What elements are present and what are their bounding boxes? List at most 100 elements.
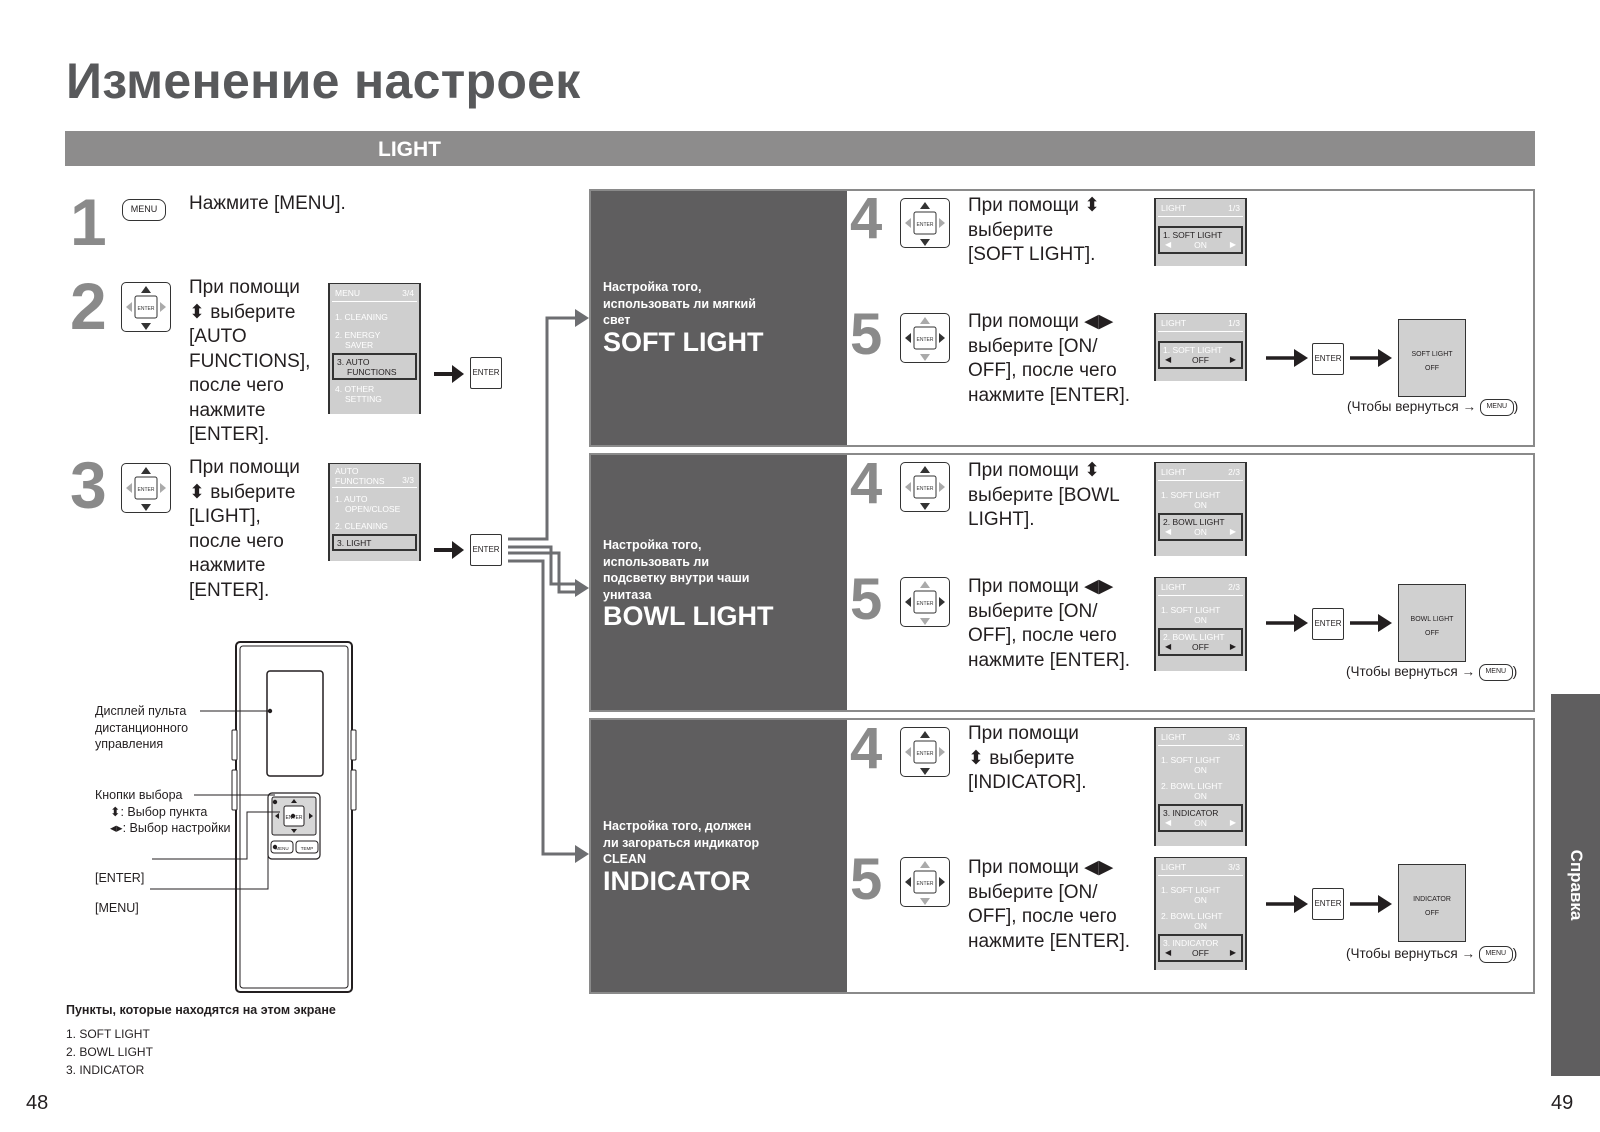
step-1-text: Нажмите [MENU]. [189,193,346,214]
dpad-icon: ENTER [900,462,950,512]
arrow-right-icon [1266,349,1308,367]
dpad-icon: ENTER [900,313,950,363]
svg-text:ENTER: ENTER [917,337,934,343]
remote-control-illustration: ENTER MENU TEMP [231,641,357,993]
panel-title: SOFT LIGHT [603,327,764,357]
list-item: 3. INDICATOR [66,1063,145,1077]
list-item: 1. SOFT LIGHT [66,1027,150,1041]
svg-text:ENTER: ENTER [917,751,934,757]
remote-select-buttons-label: Кнопки выбора [95,788,183,802]
arrow-right-icon [1350,349,1392,367]
menu-button-icon: MENU [1478,946,1513,963]
panel-title: INDICATOR [603,866,751,896]
remote-menu-label: MENU [275,846,288,851]
remote-enter-callout: [ENTER] [95,871,145,885]
return-note: (Чтобы вернуться → MENU) [1346,664,1518,681]
leader-lines [150,710,280,890]
step-number-4: 4 [850,186,883,251]
svg-text:ENTER: ENTER [138,306,155,312]
dpad-icon: ENTER [900,727,950,777]
menu-button-icon: MENU [122,199,166,221]
panel-1-step-4-text: При помощи ⬍выберите[SOFT LIGHT]. [968,195,1101,265]
page-number-left: 48 [26,1092,49,1114]
lcd-selected-item: 3. LIGHT [332,534,417,551]
return-note: (Чтобы вернуться → MENU) [1347,399,1519,416]
dpad-icon: ENTER [900,198,950,248]
step-number-5: 5 [850,567,883,632]
branch-connector [508,309,589,863]
lcd-selected-item: 3. INDICATOR◀OFF▶ [1158,934,1243,962]
arrow-right-icon [1350,614,1392,632]
page-number-right: 49 [1551,1092,1574,1114]
lcd-selected-item: 1. SOFT LIGHT◀ON▶ [1158,226,1243,254]
up-down-arrows-icon: ⬍ [110,805,121,819]
remote-select-updown: ⬍: Выбор пункта [110,805,208,819]
enter-button-icon: ENTER [1312,608,1344,640]
arrow-right-icon [434,541,464,559]
enter-button-icon: ENTER [1312,343,1344,375]
dpad-icon: ENTER [900,577,950,627]
lcd-selected-item: 2. BOWL LIGHT◀OFF▶ [1158,628,1243,656]
list-item: 2. BOWL LIGHT [66,1045,153,1059]
panel-3-step-5-text: При помощи ◀▶выберите [ON/OFF], после че… [968,857,1131,952]
panel-1-step-5-text: При помощи ◀▶выберите [ON/OFF], после че… [968,311,1131,406]
left-right-arrows-icon: ◂▸ [110,821,123,835]
remote-enter-label: ENTER [286,815,303,821]
step-number-4: 4 [850,451,883,516]
lcd-selected-item: 3. INDICATOR◀ON▶ [1158,804,1243,832]
step-number-2: 2 [70,269,107,343]
step-number-5: 5 [850,847,883,912]
svg-text:ENTER: ENTER [917,486,934,492]
svg-text:ENTER: ENTER [138,487,155,493]
dpad-icon: ENTER [900,857,950,907]
items-list: 1. SOFT LIGHT 2. BOWL LIGHT 3. INDICATOR [66,1025,153,1079]
section-bar: LIGHT [65,131,1535,166]
enter-button-icon: ENTER [1312,888,1344,920]
step-number-3: 3 [70,448,107,522]
step-number-1: 1 [70,185,107,259]
menu-button-icon: MENU [1478,664,1513,681]
dpad-icon: ENTER [121,463,171,513]
items-heading: Пункты, которые находятся на этом экране [66,1003,336,1017]
menu-button-icon: MENU [1479,399,1514,416]
svg-text:ENTER: ENTER [917,601,934,607]
section-label: LIGHT [378,138,441,161]
svg-text:ENTER: ENTER [917,881,934,887]
enter-button-icon: ENTER [470,534,502,566]
step-number-4: 4 [850,716,883,781]
remote-menu-callout: [MENU] [95,901,139,915]
panel-title: BOWL LIGHT [603,601,774,631]
arrow-right-icon [1350,895,1392,913]
panel-3-step-4-text: При помощи⬍ выберите[INDICATOR]. [968,723,1087,793]
arrow-right-icon [1266,895,1308,913]
remote-temp-label: TEMP [301,846,314,851]
lcd-selected-item: 1. SOFT LIGHT◀OFF▶ [1158,341,1243,369]
side-tab: Справка [1551,694,1600,1076]
lcd-selected-item: 2. BOWL LIGHT◀ON▶ [1158,513,1243,541]
page-title: Изменение настроек [66,53,581,109]
svg-text:ENTER: ENTER [917,222,934,228]
arrow-right-icon [1266,614,1308,632]
remote-select-leftright: ◂▸: Выбор настройки [110,821,231,835]
